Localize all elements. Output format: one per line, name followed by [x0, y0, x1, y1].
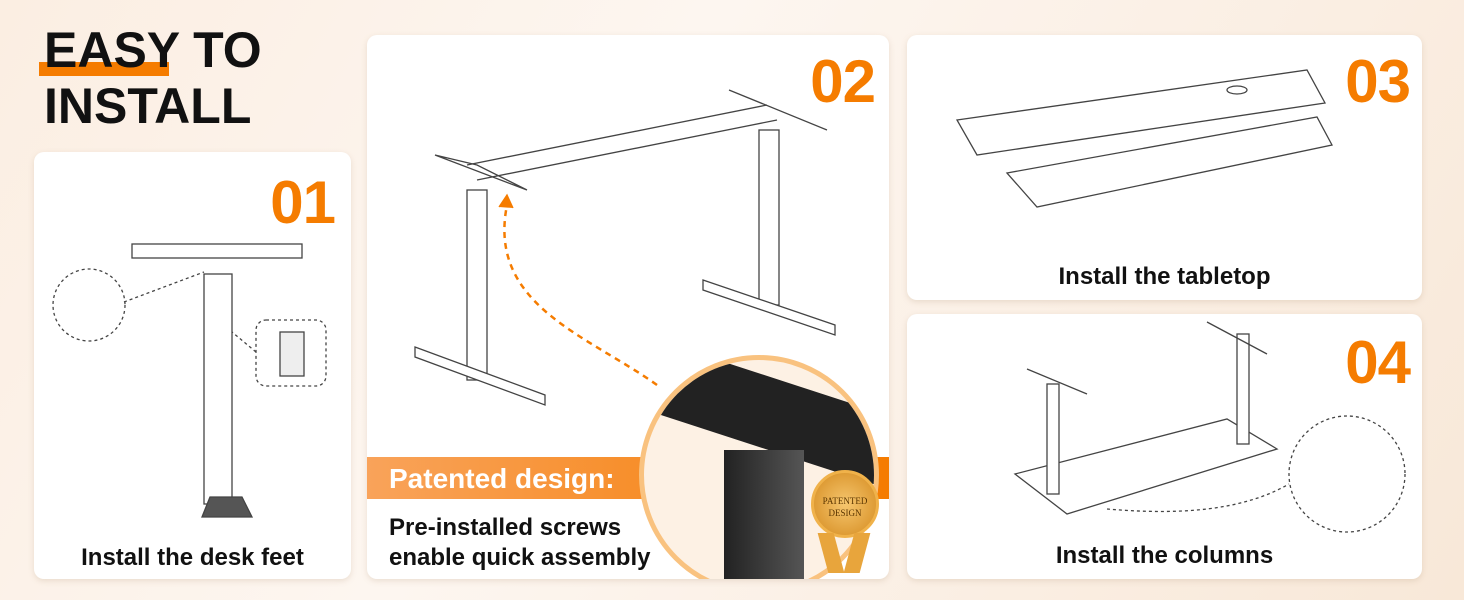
step-1-card: 01 Install the desk feet	[34, 152, 351, 579]
step-4-card: 04 Install the columns	[907, 314, 1422, 579]
patented-seal: PATENTED DESIGN	[811, 470, 879, 538]
patented-design-label: Patented design:	[389, 463, 615, 494]
step-3-card: 03 Install the tabletop	[907, 35, 1422, 300]
screw-closeup-image	[639, 355, 879, 579]
step-caption: Install the desk feet	[81, 544, 304, 571]
seal-text: PATENTED DESIGN	[822, 496, 868, 518]
desk-foot-illustration	[52, 243, 327, 518]
step-number: 04	[1345, 329, 1411, 396]
desk-frame-illustration	[414, 89, 836, 406]
columns-illustration	[1013, 321, 1406, 533]
feature-note: Pre-installed screws enable quick assemb…	[389, 513, 650, 573]
feature-note-line-2: enable quick assembly	[389, 544, 651, 571]
title-line-1: EASY TO	[44, 22, 262, 78]
step-caption: Install the tabletop	[1058, 263, 1271, 290]
step-number: 02	[810, 48, 876, 115]
step-number: 01	[270, 169, 336, 236]
step-number: 03	[1345, 48, 1411, 115]
step-2-card: 02 Patented design: Pre-installed screws…	[367, 35, 889, 579]
title-line-2: INSTALL	[44, 78, 252, 134]
page-title: EASY TO INSTALL	[39, 22, 262, 134]
feature-note-line-1: Pre-installed screws	[389, 514, 622, 541]
step-caption: Install the columns	[1055, 542, 1274, 569]
tabletop-illustration	[955, 69, 1333, 208]
